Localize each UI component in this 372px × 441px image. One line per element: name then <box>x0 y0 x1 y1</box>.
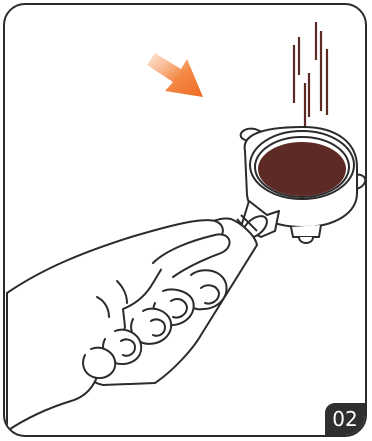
coffee-grounds <box>258 142 346 196</box>
step-card: 02 <box>3 3 367 437</box>
steam-lines-icon <box>294 22 327 135</box>
step-number-badge: 02 <box>325 403 365 435</box>
arrow-down-right-icon <box>147 53 203 97</box>
portafilter-illustration <box>5 5 365 435</box>
